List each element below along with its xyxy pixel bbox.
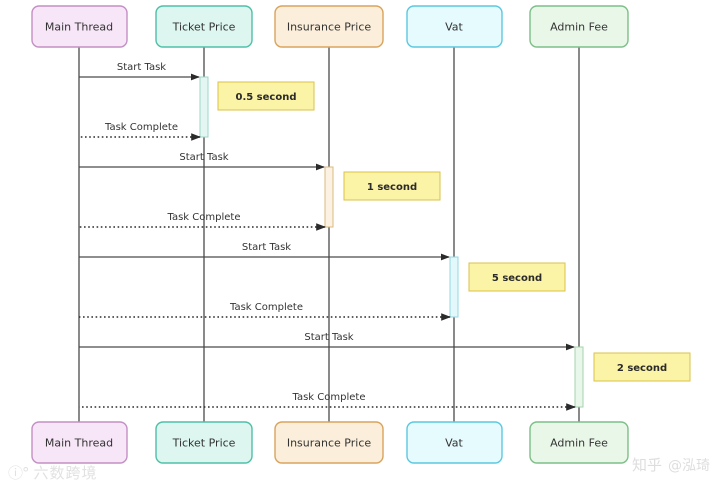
note-box-1	[343, 171, 441, 201]
notes-group: 0.5 second 1 second 5 second 2 second	[217, 81, 691, 382]
message-label-7: Task Complete	[292, 392, 366, 403]
participant-box-vat-bottom	[406, 421, 503, 464]
participant-box-ticket-bottom	[155, 421, 253, 464]
message-label-1: Task Complete	[104, 122, 178, 133]
activation-bar-ticket	[199, 76, 209, 138]
participant-label-main-bottom: Main Thread	[45, 437, 113, 450]
message-label-6: Start Task	[304, 332, 353, 343]
message-label-3: Task Complete	[167, 212, 241, 223]
participant-box-main-bottom	[31, 421, 128, 464]
activation-bar-vat	[449, 256, 459, 318]
activation-bar-admin	[574, 346, 584, 408]
participant-box-admin-top	[529, 5, 629, 48]
note-label-3: 2 second	[617, 363, 667, 374]
participants-footer-group: Main Thread Ticket Price Insurance Price Va…	[31, 421, 629, 464]
activations-group	[199, 76, 584, 408]
participant-label-vat-bottom: Vat	[445, 437, 463, 450]
note-box-0	[217, 81, 315, 111]
participant-label-admin-top: Admin Fee	[550, 21, 608, 34]
note-box-3	[593, 352, 691, 382]
message-label-0: Start Task	[117, 62, 166, 73]
message-label-2: Start Task	[179, 152, 228, 163]
message-label-4: Start Task	[242, 242, 291, 253]
note-label-2: 5 second	[492, 273, 542, 284]
participant-box-insurance-top	[274, 5, 384, 48]
participant-box-admin-bottom	[529, 421, 629, 464]
participant-box-vat-top	[406, 5, 503, 48]
participant-label-vat-top: Vat	[445, 21, 463, 34]
participant-label-ticket-top: Ticket Price	[172, 21, 236, 34]
participant-box-ticket-top	[155, 5, 253, 48]
participant-box-main-top	[31, 5, 128, 48]
note-label-0: 0.5 second	[235, 92, 296, 103]
participant-label-main-top: Main Thread	[45, 21, 113, 34]
message-label-5: Task Complete	[229, 302, 303, 313]
participant-label-insurance-top: Insurance Price	[287, 21, 372, 34]
participant-label-admin-bottom: Admin Fee	[550, 437, 608, 450]
note-label-1: 1 second	[367, 182, 417, 193]
participant-label-ticket-bottom: Ticket Price	[172, 437, 236, 450]
lifelines-group	[78, 47, 580, 422]
participant-box-insurance-bottom	[274, 421, 384, 464]
activation-bar-insurance	[324, 166, 334, 228]
participants-header-group: Main Thread Ticket Price Insurance Price Va…	[31, 5, 629, 48]
note-box-2	[468, 262, 566, 292]
participant-label-insurance-bottom: Insurance Price	[287, 437, 372, 450]
